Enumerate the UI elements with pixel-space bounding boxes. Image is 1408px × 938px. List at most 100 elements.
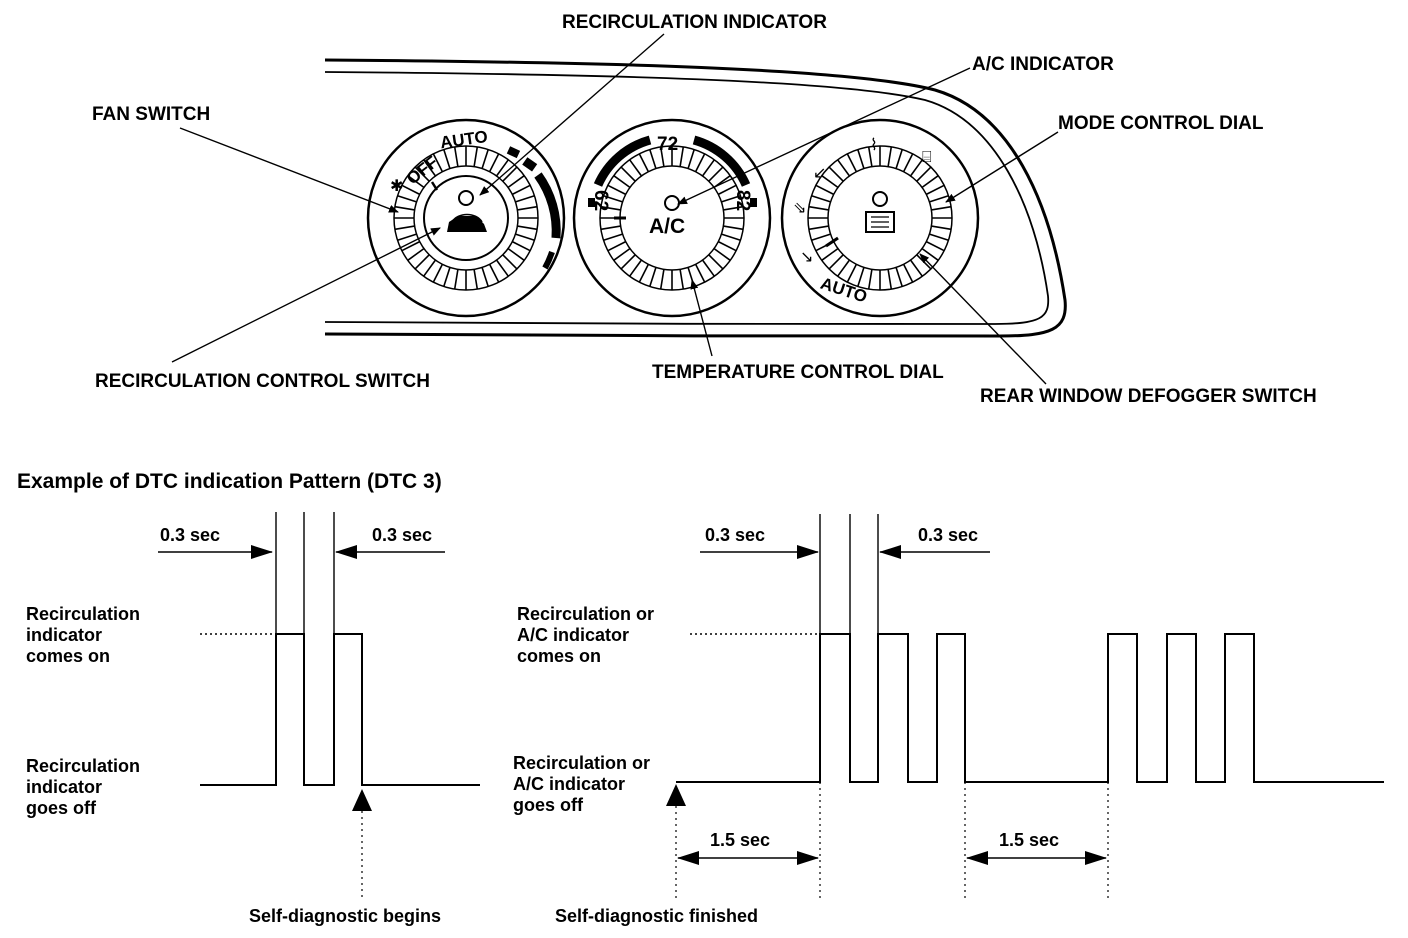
knurl-tick — [721, 233, 741, 241]
fan-icon: ✱ — [390, 176, 403, 195]
left-on-label-line3: comes on — [26, 646, 110, 666]
knurl-tick — [828, 166, 844, 182]
knurl-tick — [929, 233, 949, 241]
right-on-label-line2: A/C indicator — [517, 625, 629, 645]
knurl-tick — [921, 175, 939, 189]
knurl-tick — [837, 259, 851, 277]
recirculation-control-switch[interactable] — [423, 175, 509, 261]
knurl-tick — [857, 149, 865, 169]
mode-auto-label: AUTO — [818, 274, 869, 307]
knurl-tick — [638, 153, 650, 173]
temp-scale-warm — [692, 135, 751, 187]
knurl-tick — [679, 146, 685, 167]
knurl-tick — [515, 233, 535, 241]
knurl-tick — [701, 259, 715, 277]
knurl-tick — [502, 166, 518, 182]
knurl-tick — [887, 146, 893, 167]
left-off-label-line2: indicator — [26, 777, 102, 797]
panel-bezel-inner — [324, 71, 1050, 325]
knurl-tick — [846, 263, 858, 283]
knurl-tick — [453, 146, 459, 167]
ac-indicator-lamp — [664, 195, 680, 211]
knurl-tick — [846, 153, 858, 173]
knurl-tick — [659, 269, 665, 290]
right-off-label-line2: A/C indicator — [513, 774, 625, 794]
mode-dial: AUTO ↙ ⇘ ↘ ⌇ ⌸ — [780, 118, 980, 318]
right-off-label-line1: Recirculation or — [513, 753, 650, 773]
right-on-label-line1: Recirculation or — [517, 604, 654, 624]
knurl-tick — [694, 263, 706, 283]
left-on-label-line2: indicator — [26, 625, 102, 645]
knurl-tick — [821, 247, 839, 261]
knurl-tick — [895, 267, 903, 287]
knurl-tick — [397, 233, 417, 241]
knurl-tick — [638, 263, 650, 283]
fan-dial: OFF AUTO ✱ — [366, 118, 566, 318]
knurl-tick — [808, 225, 829, 231]
knurl-tick — [828, 254, 844, 270]
fan-dial-knurl-inner — [413, 165, 519, 271]
temperature-control-dial-callout: TEMPERATURE CONTROL DIAL — [652, 362, 944, 383]
floor-defrost-mode-icon: ⌇ — [870, 135, 878, 154]
knurl-tick — [423, 259, 437, 277]
knurl-tick — [811, 195, 831, 203]
right-off-label-line3: goes off — [513, 795, 584, 815]
defogger-indicator-lamp — [872, 191, 888, 207]
right-indicator-waveform — [676, 633, 1384, 783]
fan-dial-knurl-outer — [393, 145, 539, 291]
knurl-tick — [659, 146, 665, 167]
knurl-tick — [629, 259, 643, 277]
knurl-tick — [620, 166, 636, 182]
right-timing-right-label: 0.3 sec — [918, 525, 978, 545]
knurl-tick — [649, 267, 657, 287]
knurl-tick — [502, 254, 518, 270]
mode-dial-knurl — [808, 146, 952, 290]
knurl-tick — [607, 184, 627, 196]
knurl-tick — [603, 233, 623, 241]
rear-window-defogger-switch[interactable] — [865, 211, 895, 233]
control-panel — [324, 58, 1067, 338]
panel-bezel-outer — [324, 58, 1067, 338]
knurl-tick — [488, 263, 500, 283]
knurl-tick — [603, 195, 623, 203]
recirculation-control-switch-callout: RECIRCULATION CONTROL SWITCH — [95, 371, 430, 392]
temp-scale-cool — [593, 135, 652, 187]
self-diagnostic-begins-marker — [352, 789, 372, 811]
fan-dial-knurl — [394, 146, 538, 290]
fan-speed-scale — [506, 146, 561, 270]
left-off-label-line3: goes off — [26, 798, 97, 818]
knurl-tick — [713, 247, 731, 261]
knurl-tick — [721, 195, 741, 203]
recirculation-indicator-lamp — [458, 190, 474, 206]
fan-auto-label: AUTO — [439, 127, 489, 152]
knurl-tick — [916, 254, 932, 270]
knurl-tick — [432, 153, 444, 173]
dtc-left-pattern: 0.3 sec 0.3 sec Recirculation indicator … — [26, 512, 480, 926]
knurl-tick — [407, 247, 425, 261]
knurl-tick — [517, 225, 538, 231]
knurl-tick — [443, 267, 451, 287]
ac-button-label[interactable]: A/C — [649, 215, 685, 238]
knurl-tick — [925, 184, 945, 196]
knurl-tick — [649, 149, 657, 169]
right-on-label-line3: comes on — [517, 646, 601, 666]
mode-control-dial[interactable] — [827, 165, 933, 271]
knurl-tick — [701, 159, 715, 177]
knurl-tick — [925, 240, 945, 252]
right-interval-1-label: 1.5 sec — [710, 830, 770, 850]
temp-label-72: 72 — [657, 134, 678, 155]
knurl-tick — [443, 149, 451, 169]
knurl-tick — [607, 240, 627, 252]
temperature-dial: A/C 62 72 82 — [572, 118, 772, 318]
right-timing-left-label: 0.3 sec — [705, 525, 765, 545]
mode-dial-bezel — [780, 118, 980, 318]
left-timing-left-label: 0.3 sec — [160, 525, 220, 545]
knurl-tick — [867, 146, 873, 167]
self-diagnostic-begins-label: Self-diagnostic begins — [249, 906, 441, 926]
knurl-tick — [811, 233, 831, 241]
knurl-tick — [629, 159, 643, 177]
vent-mode-icon: ↙ — [813, 163, 826, 182]
knurl-tick — [895, 149, 903, 169]
left-on-label-line1: Recirculation — [26, 604, 140, 624]
